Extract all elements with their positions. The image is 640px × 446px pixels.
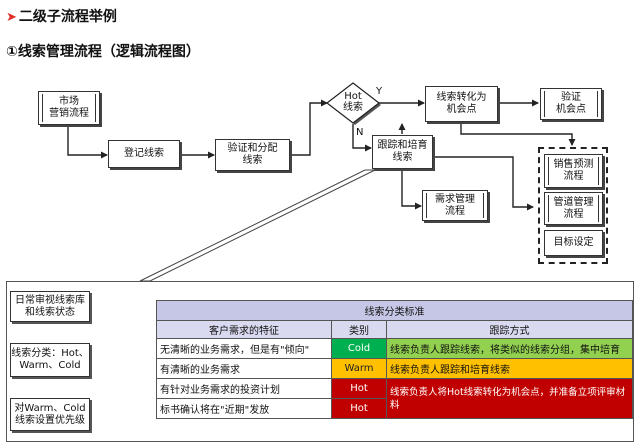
arrow-track-to-demand [401, 170, 422, 210]
verify-assign-lead-node[interactable]: 验证和分配 线索 [215, 139, 290, 171]
callout-pointer [139, 169, 376, 282]
node-label: 验证和分配 线索 [227, 143, 278, 166]
node-label: 需求管理 流程 [435, 193, 475, 217]
node-label: 验证 机会点 [556, 92, 586, 115]
section-heading: ➤二级子流程举例 [6, 6, 117, 26]
table-title: 线索分类标准 [155, 300, 634, 321]
table-row: 有清晰的业务需求 Warm 线索负责人跟踪和培育线索 [156, 358, 634, 379]
node-label: 市场 营销流程 [49, 96, 89, 119]
pipeline-management-node[interactable]: 管道管理 流程 [544, 192, 603, 225]
table-row: 无清晰的业务需求，但是有"倾向" Cold 线索负责人跟踪线索，将类似的线索分组… [156, 338, 634, 359]
row-feature: 标书确认将在"近期"发放 [156, 398, 332, 419]
lead-classification-table: 线索分类标准 客户需求的特征 类别 跟踪方式 无清晰的业务需求，但是有"倾向" … [155, 300, 634, 419]
market-process-node[interactable]: 市场 营销流程 [38, 91, 100, 125]
branch-no-label: N [356, 127, 364, 138]
target-setting-node[interactable]: 目标设定 [544, 230, 603, 256]
header-action: 跟踪方式 [385, 320, 634, 339]
category-cold-badge: Cold [331, 338, 387, 359]
step-classify-leads: 线索分类：Hot、 Warm、Cold [10, 343, 90, 377]
register-lead-node[interactable]: 登记线索 [108, 140, 180, 168]
table-row: 标书确认将在"近期"发放 Hot [156, 398, 633, 419]
hot-lead-decision-label: Hot 线索 [343, 91, 363, 113]
arrow-verify-to-hot [290, 99, 328, 156]
row-feature: 有清晰的业务需求 [156, 358, 332, 379]
branch-yes-label: Y [376, 86, 383, 97]
arrow-market-to-register [67, 125, 108, 159]
arrow-convert-to-forecast-group [460, 122, 576, 146]
triangle-bullet-icon: ➤ [6, 10, 17, 25]
category-hot-badge: Hot [331, 398, 387, 419]
node-label: 登记线索 [124, 148, 164, 159]
row-feature: 无清晰的业务需求，但是有"倾向" [156, 338, 332, 359]
demand-management-node[interactable]: 需求管理 流程 [422, 190, 488, 221]
decision-diamond [326, 82, 380, 124]
category-hot-badge: Hot [331, 378, 387, 399]
node-label: 管道管理 流程 [553, 196, 594, 220]
category-warm-badge: Warm [331, 358, 387, 379]
convert-lead-node[interactable]: 线索转化为 机会点 [425, 86, 498, 122]
section-heading-text: 二级子流程举例 [18, 9, 117, 25]
row-feature: 有针对业务需求的投资计划 [156, 378, 332, 399]
arrow-track-to-pipeline [433, 156, 534, 211]
node-label: 销售预测 流程 [553, 159, 594, 182]
sales-forecast-node[interactable]: 销售预测 流程 [544, 154, 603, 188]
row-action: 线索负责人将Hot线索转化为机会点，并准备立项评审材料 [385, 378, 634, 419]
row-action: 线索负责人跟踪线索，将类似的线索分组，集中培育 [385, 338, 634, 359]
step-set-priority: 对Warm、Cold 线索设置优先级 [10, 398, 90, 431]
header-category: 类别 [331, 320, 387, 339]
track-nurture-lead-node[interactable]: 跟踪和培育 线索 [372, 135, 433, 169]
arrow-hot-to-track [352, 124, 372, 152]
node-label: 线索转化为 机会点 [436, 92, 487, 115]
header-feature: 客户需求的特征 [156, 320, 332, 339]
node-label: 目标设定 [553, 237, 594, 248]
verify-opportunity-node[interactable]: 验证 机会点 [540, 88, 602, 120]
step-review-lead-pool: 日常审视线索库 和线索状态 [10, 291, 90, 322]
table-row: 有针对业务需求的投资计划 Hot 线索负责人将Hot线索转化为机会点，并准备立项… [156, 378, 634, 419]
diagram-title: ①线索管理流程（逻辑流程图） [6, 44, 200, 60]
node-label: 跟踪和培育 线索 [377, 140, 428, 163]
row-action: 线索负责人跟踪和培育线索 [385, 358, 634, 379]
